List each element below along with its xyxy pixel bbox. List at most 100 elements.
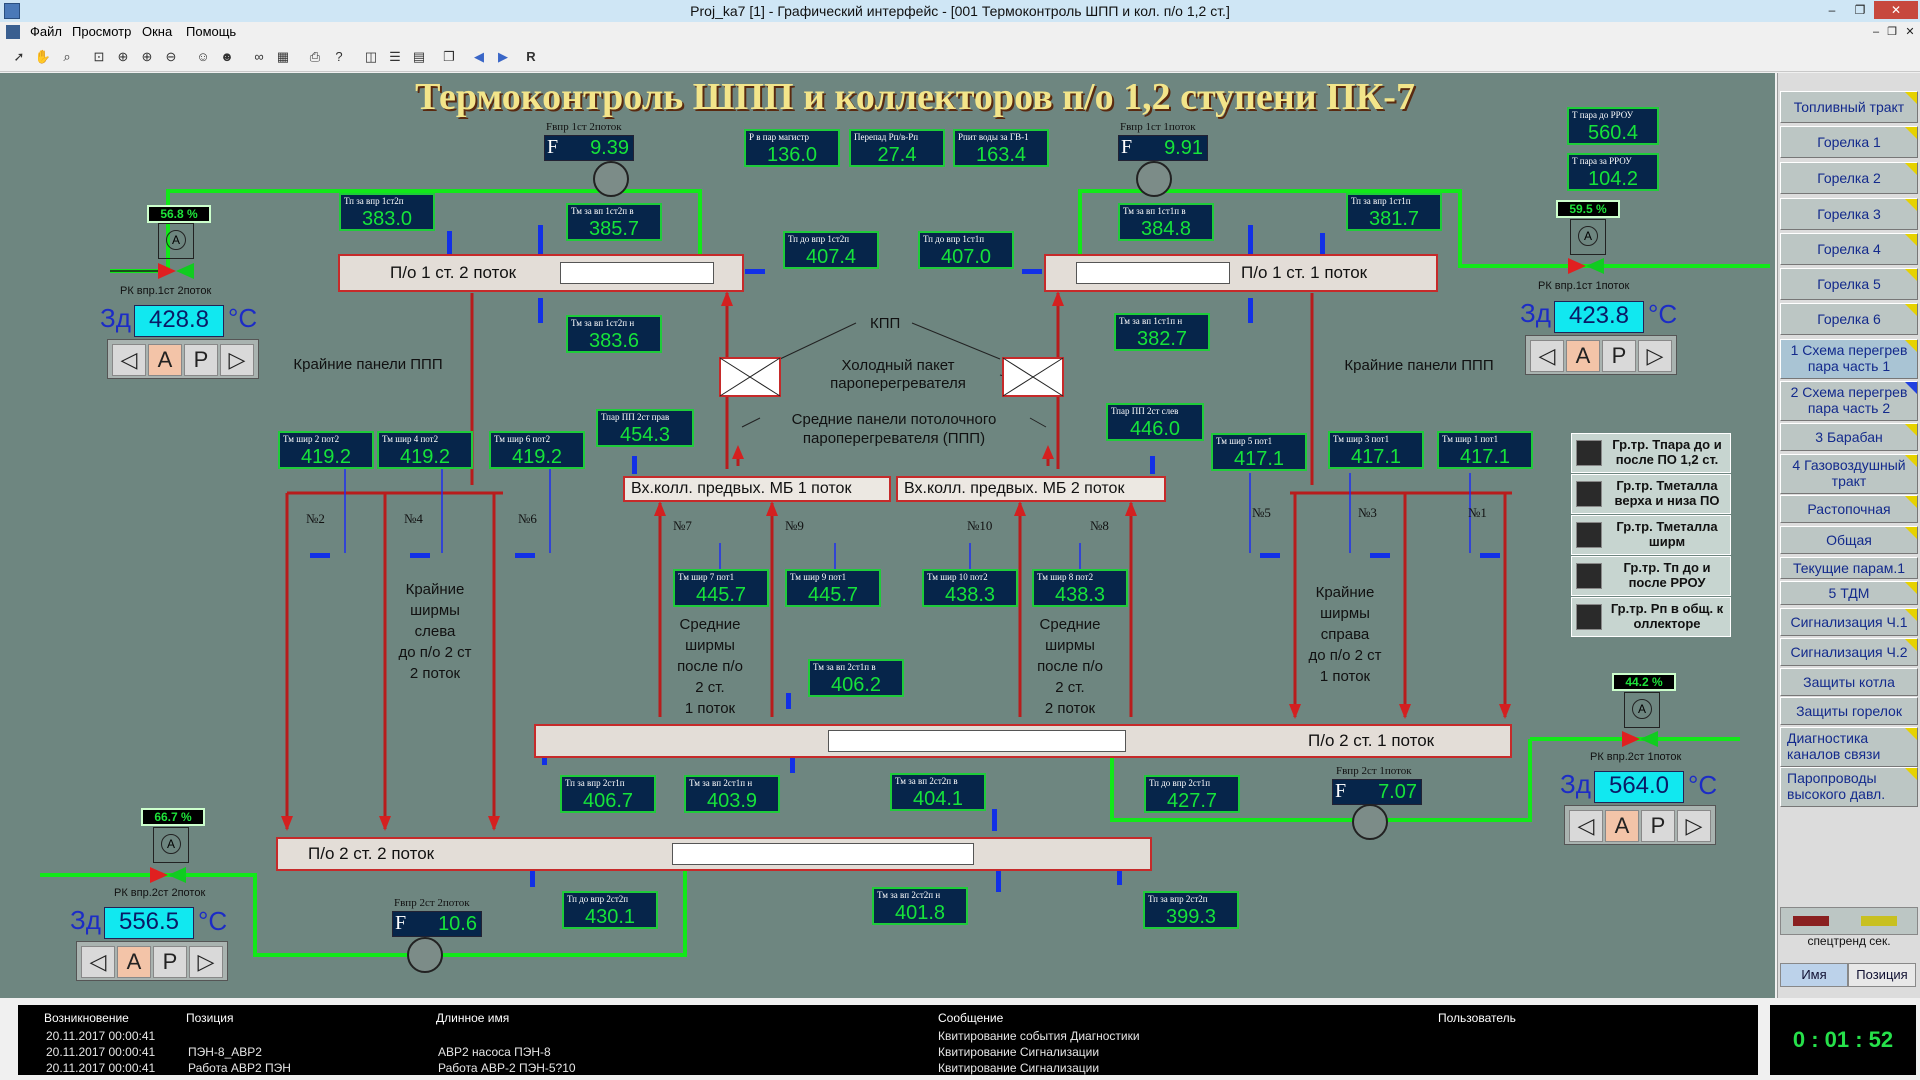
pointer-icon[interactable]: ➚ xyxy=(13,49,25,64)
manual-mode-button[interactable]: Р xyxy=(1602,340,1636,372)
minimize-button[interactable]: – xyxy=(1828,3,1836,17)
col-header[interactable]: Возникновение xyxy=(44,1011,129,1025)
nav-burner-protection[interactable]: Защиты горелок xyxy=(1780,697,1918,725)
nav-burner-4[interactable]: Горелка 4 xyxy=(1780,233,1918,265)
actuator-icon[interactable]: A xyxy=(1624,692,1660,728)
nav-burner-2[interactable]: Горелка 2 xyxy=(1780,162,1918,194)
print-icon[interactable]: ⎙ xyxy=(309,49,321,64)
nav-drum[interactable]: 3 Барабан xyxy=(1780,423,1918,451)
menu-help[interactable]: Помощь xyxy=(186,24,237,39)
user-icon[interactable]: ☺ xyxy=(196,49,210,64)
nav-link-diagnostics[interactable]: Диагностика каналов связи xyxy=(1780,727,1918,767)
nav-burner-6[interactable]: Горелка 6 xyxy=(1780,303,1918,335)
increase-button[interactable]: ▷ xyxy=(1677,810,1711,842)
nav-boiler-protection[interactable]: Защиты котла xyxy=(1780,668,1918,696)
menu-view[interactable]: Просмотр xyxy=(72,24,132,39)
menu-file[interactable]: Файл xyxy=(30,24,62,39)
auto-mode-button[interactable]: А xyxy=(1566,340,1600,372)
manual-mode-button[interactable]: Р xyxy=(153,946,187,978)
setpoint-value[interactable]: 564.0 xyxy=(1594,771,1684,803)
mb-inlet-2[interactable]: Вх.колл. предвых. МБ 2 поток xyxy=(896,476,1166,502)
actuator-icon[interactable]: A xyxy=(1570,219,1606,255)
nav-startup[interactable]: Растопочная xyxy=(1780,495,1918,523)
inner-close-button[interactable]: ✕ xyxy=(1905,26,1915,38)
col-header[interactable]: Длинное имя xyxy=(436,1011,510,1025)
nav-superheat-scheme-1[interactable]: 1 Схема перегрев пара часть 1 xyxy=(1780,339,1918,379)
collector-1st-1stream[interactable]: П/о 1 ст. 1 поток xyxy=(1044,254,1438,292)
manual-mode-button[interactable]: Р xyxy=(1641,810,1675,842)
binoculars-icon[interactable]: ∞ xyxy=(254,49,264,64)
setpoint-value[interactable]: 428.8 xyxy=(134,305,224,337)
trend-graph-button[interactable]: Гр.тр. Тметалла верха и низа ПО xyxy=(1571,474,1731,514)
zoom-in-icon[interactable]: ⊕ xyxy=(141,49,153,64)
pump-icon[interactable] xyxy=(1352,804,1388,840)
decrease-button[interactable]: ◁ xyxy=(1569,810,1603,842)
pump-icon[interactable] xyxy=(1136,161,1172,197)
collector-2nd-1stream[interactable]: П/о 2 ст. 1 поток xyxy=(534,724,1512,758)
back-arrow-icon[interactable]: ◀ xyxy=(474,49,484,64)
trend-graph-button[interactable]: Гр.тр. Рп в общ. к оллекторе xyxy=(1571,597,1731,637)
pump-icon[interactable] xyxy=(593,161,629,197)
nav-alarm-1[interactable]: Сигнализация Ч.1 xyxy=(1780,608,1918,636)
close-button[interactable]: ✕ xyxy=(1874,1,1918,19)
hand-icon[interactable]: ✋ xyxy=(34,49,52,64)
trend-graph-button[interactable]: Гр.тр. Тп до и после РРОУ xyxy=(1571,556,1731,596)
setpoint-value[interactable]: 556.5 xyxy=(104,907,194,939)
menu-windows[interactable]: Окна xyxy=(142,24,173,39)
magnifier-icon[interactable]: ⌕ xyxy=(63,49,71,64)
zoom-fit-icon[interactable]: ⊡ xyxy=(93,49,105,64)
decrease-button[interactable]: ◁ xyxy=(1530,340,1564,372)
nav-general[interactable]: Общая xyxy=(1780,526,1918,554)
col-header[interactable]: Сообщение xyxy=(938,1011,1004,1025)
grid-icon[interactable]: ▤ xyxy=(412,49,426,64)
refresh-r-button[interactable]: R xyxy=(526,49,536,64)
nav-burner-1[interactable]: Горелка 1 xyxy=(1780,126,1918,158)
nav-superheat-scheme-2[interactable]: 2 Схема перегрев пара часть 2 xyxy=(1780,381,1918,421)
decrease-button[interactable]: ◁ xyxy=(112,344,146,376)
window-switch-icon[interactable]: ❐ xyxy=(443,49,455,64)
auto-mode-button[interactable]: А xyxy=(148,344,182,376)
zoom-out-icon[interactable]: ⊖ xyxy=(165,49,177,64)
col-header[interactable]: Позиция xyxy=(186,1011,234,1025)
split-horizontal-icon[interactable]: ☰ xyxy=(389,49,401,64)
nav-alarm-2[interactable]: Сигнализация Ч.2 xyxy=(1780,638,1918,666)
help-icon[interactable]: ? xyxy=(335,49,343,64)
manual-mode-button[interactable]: Р xyxy=(184,344,218,376)
auto-mode-button[interactable]: А xyxy=(1605,810,1639,842)
forward-arrow-icon[interactable]: ▶ xyxy=(498,49,508,64)
nav-hp-steamlines[interactable]: Паропроводы высокого давл. xyxy=(1780,767,1918,807)
nav-current-params[interactable]: Текущие парам.1 xyxy=(1780,557,1918,579)
nav-fuel-path[interactable]: Топливный тракт xyxy=(1780,91,1918,123)
trend-graph-button[interactable]: Гр.тр. Тметалла ширм xyxy=(1571,515,1731,555)
increase-button[interactable]: ▷ xyxy=(189,946,223,978)
spectrend-icons[interactable] xyxy=(1780,907,1918,935)
decrease-button[interactable]: ◁ xyxy=(81,946,115,978)
increase-button[interactable]: ▷ xyxy=(220,344,254,376)
collector-2nd-2stream[interactable]: П/о 2 ст. 2 поток xyxy=(276,837,1152,871)
mb-inlet-1[interactable]: Вх.колл. предвых. МБ 1 поток xyxy=(623,476,891,502)
